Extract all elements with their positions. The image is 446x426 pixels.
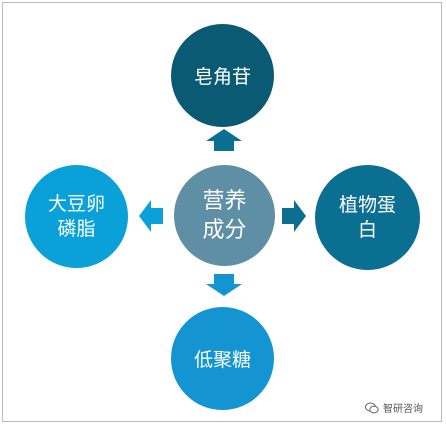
node-soy-lecithin: 大豆卵 磷脂 <box>25 165 128 268</box>
node-nutrition-line1: 营养 <box>202 188 247 214</box>
node-nutrition-line2: 成分 <box>202 217 247 243</box>
node-soy-lecithin-line1: 大豆卵 <box>47 192 105 215</box>
diagram-frame: 皂角苷 大豆卵 磷脂 营养 成分 植物蛋 白 <box>2 2 442 422</box>
node-nutrition: 营养 成分 <box>174 165 275 266</box>
watermark: 智研咨询 <box>365 400 423 415</box>
wechat-icon <box>365 402 379 414</box>
arrow-right-icon <box>282 200 306 232</box>
arrow-down-icon <box>206 274 242 296</box>
node-plant-protein-line1: 植物蛋 <box>338 193 396 216</box>
arrow-up-icon <box>206 129 242 151</box>
node-plant-protein: 植物蛋 白 <box>315 165 420 270</box>
node-saponin: 皂角苷 <box>171 24 274 127</box>
node-plant-protein-line2: 白 <box>357 218 377 241</box>
node-saponin-label: 皂角苷 <box>193 66 251 88</box>
watermark-text: 智研咨询 <box>383 404 423 415</box>
node-oligosaccharide-label: 低聚糖 <box>193 349 251 371</box>
arrow-left-icon <box>139 200 163 232</box>
node-oligosaccharide: 低聚糖 <box>171 307 274 410</box>
node-soy-lecithin-line2: 磷脂 <box>57 217 96 240</box>
